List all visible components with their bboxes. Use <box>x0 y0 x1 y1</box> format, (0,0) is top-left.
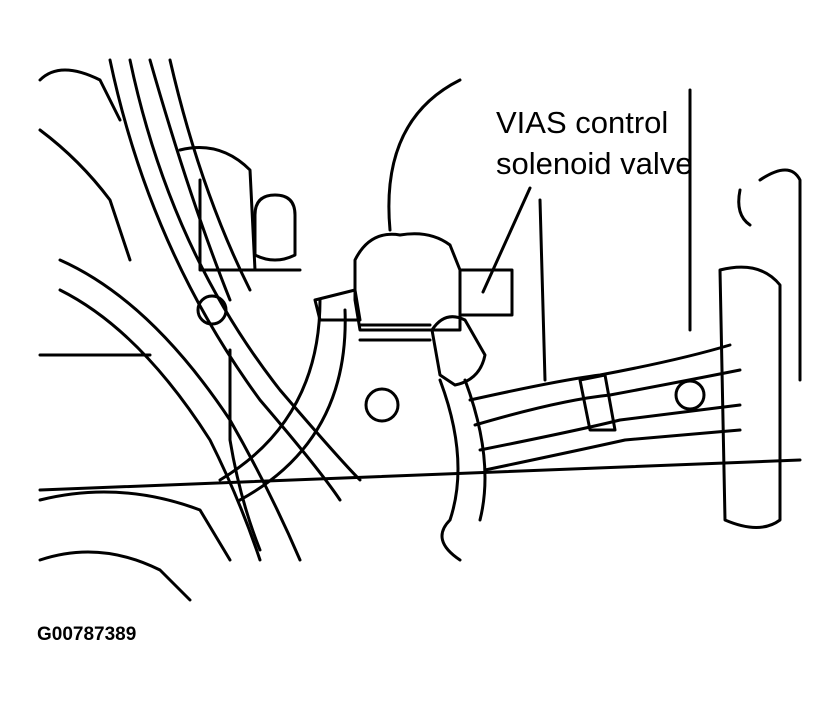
callout-leader-line <box>481 186 532 294</box>
callout-line-2: solenoid valve <box>496 146 693 181</box>
boss-and-bolts <box>196 193 706 423</box>
solenoid-valve <box>313 232 782 529</box>
figure-id: G00787389 <box>37 624 137 645</box>
callout-label: VIAS control solenoid valve <box>496 102 692 184</box>
engine-outline <box>38 68 802 602</box>
hoses <box>38 58 802 562</box>
callout-line-1: VIAS control <box>496 105 669 140</box>
